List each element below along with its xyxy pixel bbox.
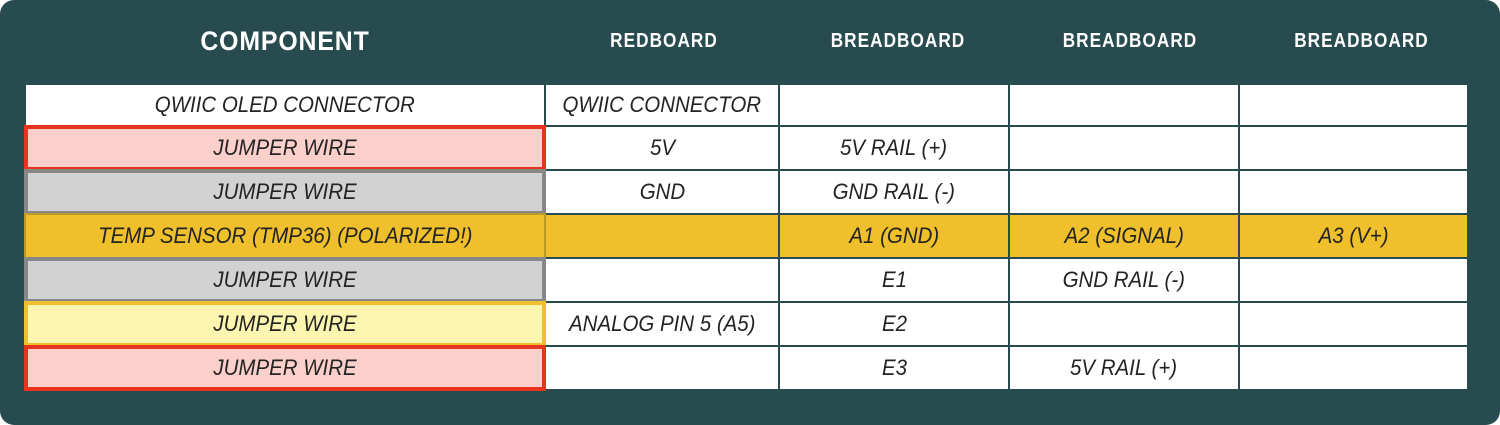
connection-cell: E2	[778, 301, 1010, 347]
cell-label: ANALOG PIN 5 (A5)	[568, 311, 756, 336]
connection-cell	[1238, 345, 1469, 391]
cell-label: GND	[639, 179, 685, 204]
connection-cell: 5V	[544, 125, 780, 171]
component-cell: JUMPER WIRE	[24, 125, 546, 171]
cell-label: E2	[881, 311, 907, 336]
cell-label: 5V RAIL (+)	[840, 135, 948, 160]
cell-label: JUMPER WIRE	[213, 311, 357, 336]
cell-label: E3	[881, 355, 907, 380]
connection-cell	[1008, 301, 1240, 347]
connection-cell	[778, 83, 1010, 127]
table-row: JUMPER WIRE E1 GND RAIL (-)	[0, 257, 1500, 303]
cell-label: 5V RAIL (+)	[1070, 355, 1178, 380]
connection-cell	[1238, 83, 1469, 127]
cell-label: TEMP SENSOR (TMP36) (POLARIZED!)	[97, 223, 473, 248]
connection-cell	[1008, 125, 1240, 171]
connection-cell	[1238, 125, 1469, 171]
column-header-breadboard-1: BREADBOARD	[830, 30, 966, 52]
connection-cell: 5V RAIL (+)	[778, 125, 1010, 171]
component-cell: QWIIC OLED CONNECTOR	[24, 83, 546, 127]
cell-label: QWIIC OLED CONNECTOR	[155, 92, 415, 117]
connection-cell	[544, 345, 780, 391]
table-row: QWIIC OLED CONNECTOR QWIIC CONNECTOR	[0, 83, 1500, 127]
connection-cell	[1008, 83, 1240, 127]
table-body: QWIIC OLED CONNECTOR QWIIC CONNECTOR JUMPE…	[0, 83, 1500, 391]
connection-cell: GND RAIL (-)	[778, 169, 1010, 215]
table-row: JUMPER WIRE GND GND RAIL (-)	[0, 169, 1500, 215]
connection-cell: ANALOG PIN 5 (A5)	[544, 301, 780, 347]
cell-label: JUMPER WIRE	[213, 267, 357, 292]
component-cell: JUMPER WIRE	[24, 257, 546, 303]
cell-label: A2 (SIGNAL)	[1064, 223, 1184, 248]
cell-label: GND RAIL (-)	[832, 179, 956, 204]
connection-cell	[544, 257, 780, 303]
table-row: JUMPER WIRE 5V 5V RAIL (+)	[0, 125, 1500, 171]
connection-cell	[544, 213, 780, 259]
connection-cell: A1 (GND)	[778, 213, 1010, 259]
connection-cell: 5V RAIL (+)	[1008, 345, 1240, 391]
cell-label: QWIIC CONNECTOR	[562, 92, 762, 117]
connection-cell: GND RAIL (-)	[1008, 257, 1240, 303]
connection-cell	[1008, 169, 1240, 215]
component-cell: TEMP SENSOR (TMP36) (POLARIZED!)	[24, 213, 546, 259]
component-cell: JUMPER WIRE	[24, 301, 546, 347]
cell-label: JUMPER WIRE	[213, 135, 357, 160]
connection-cell	[1238, 257, 1469, 303]
connection-cell	[1238, 169, 1469, 215]
cell-label: GND RAIL (-)	[1062, 267, 1186, 292]
connection-cell: E1	[778, 257, 1010, 303]
table-row: TEMP SENSOR (TMP36) (POLARIZED!) A1 (GND)…	[0, 213, 1500, 259]
table-row: JUMPER WIRE E3 5V RAIL (+)	[0, 345, 1500, 391]
column-header-breadboard-3: BREADBOARD	[1294, 30, 1429, 52]
connection-cell: QWIIC CONNECTOR	[544, 83, 780, 127]
column-header-component: COMPONENT	[200, 26, 370, 56]
connection-cell: A2 (SIGNAL)	[1008, 213, 1240, 259]
cell-label: JUMPER WIRE	[213, 355, 357, 380]
cell-label: E1	[881, 267, 907, 292]
component-cell: JUMPER WIRE	[24, 345, 546, 391]
connection-cell: GND	[544, 169, 780, 215]
cell-label: A3 (V+)	[1318, 223, 1389, 248]
component-cell: JUMPER WIRE	[24, 169, 546, 215]
connection-cell: E3	[778, 345, 1010, 391]
table-header-row: COMPONENT REDBOARD BREADBOARD BREADBOARD…	[0, 0, 1500, 83]
column-header-breadboard-2: BREADBOARD	[1062, 30, 1198, 52]
connection-cell: A3 (V+)	[1238, 213, 1469, 259]
cell-label: A1 (GND)	[849, 223, 939, 248]
connection-cell	[1238, 301, 1469, 347]
cell-label: 5V	[649, 135, 675, 160]
cell-label: JUMPER WIRE	[213, 179, 357, 204]
column-header-redboard: REDBOARD	[610, 30, 718, 52]
table-row: JUMPER WIRE ANALOG PIN 5 (A5) E2	[0, 301, 1500, 347]
